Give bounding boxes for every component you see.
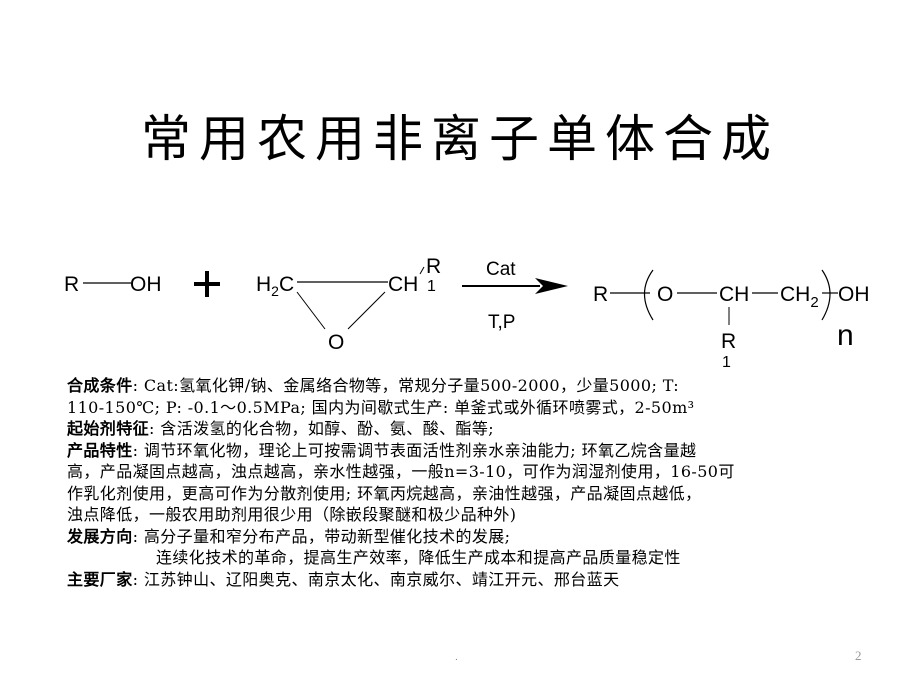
development-direction: 发展方向: 高分子量和窄分布产品，带动新型催化技术的发展;	[67, 526, 511, 546]
reactant-alcohol: R OH	[64, 273, 162, 296]
svg-text:H2C: H2C	[256, 273, 294, 299]
svg-text:1: 1	[722, 354, 731, 371]
development-direction-cont: 连续化技术的革命，提高生产效率，降低生产成本和提高产品质量稳定性	[156, 548, 681, 567]
section-label: 合成条件	[67, 376, 133, 395]
oh-label: OH	[130, 273, 162, 296]
initiator-features: 起始剂特征: 含活泼氢的化合物，如醇、酚、氨、酸、酯等;	[67, 419, 495, 438]
footer-mark: .	[455, 652, 458, 663]
conditions-label: T,P	[488, 312, 515, 333]
svg-text:O: O	[328, 331, 344, 354]
page-number: 2	[855, 648, 862, 663]
r-group-label: R	[64, 273, 79, 296]
reaction-arrow: Cat T,P	[462, 259, 568, 333]
product-properties-cont-3: 浊点降低，一般农用助剂用很少用（除嵌段聚醚和极少品种外)	[67, 505, 517, 524]
synthesis-conditions-cont: 110-150℃; P: -0.1～0.5MPa; 国内为间歇式生产: 单釜式或…	[67, 397, 695, 417]
epoxide-ring: H2C CH R 1 O	[256, 255, 441, 354]
svg-text:CH2: CH2	[780, 283, 819, 311]
plus-sign	[194, 271, 220, 297]
section-label: 发展方向	[67, 526, 133, 546]
section-label: 起始剂特征	[67, 419, 150, 438]
reaction-equation: R OH H2C CH R 1 O	[0, 240, 920, 375]
synthesis-conditions: 合成条件: Cat:氢氧化钾/钠、金属络合物等，常规分子量500-2000，少量…	[67, 376, 680, 395]
catalyst-label: Cat	[486, 259, 516, 280]
repeat-count-n: n	[837, 319, 854, 352]
svg-text:R: R	[721, 330, 736, 353]
product-properties-cont-2: 作乳化剂使用，更高可作为分散剂使用; 环氧丙烷越高，亲油性越强，产品凝固点越低，	[67, 483, 702, 503]
main-manufacturers: 主要厂家: 江苏钟山、辽阳奥克、南京太化、南京威尔、靖江开元、邢台蓝天	[67, 569, 620, 589]
svg-text:OH: OH	[838, 283, 870, 306]
svg-text:CH: CH	[388, 273, 418, 296]
product-polyether: R O CH CH2 OH R 1 n	[593, 269, 870, 371]
product-properties-cont-1: 高，产品凝固点越高，浊点越高，亲水性越强，一般n=3-10，可作为润湿剂使用，1…	[67, 462, 735, 481]
section-label: 主要厂家	[67, 569, 133, 589]
svg-text:CH: CH	[719, 283, 749, 306]
product-properties: 产品特性: 调节环氧化物，理论上可按需调节表面活性剂亲水亲油能力; 环氧乙烷含量…	[67, 440, 697, 460]
description-body: 合成条件: Cat:氢氧化钾/钠、金属络合物等，常规分子量500-2000，少量…	[67, 375, 867, 590]
svg-text:O: O	[657, 283, 673, 306]
svg-text:R: R	[593, 283, 608, 306]
section-label: 产品特性	[67, 440, 133, 460]
svg-text:1: 1	[427, 278, 436, 295]
svg-text:R: R	[426, 255, 441, 278]
slide-title: 常用农用非离子单体合成	[141, 110, 779, 168]
